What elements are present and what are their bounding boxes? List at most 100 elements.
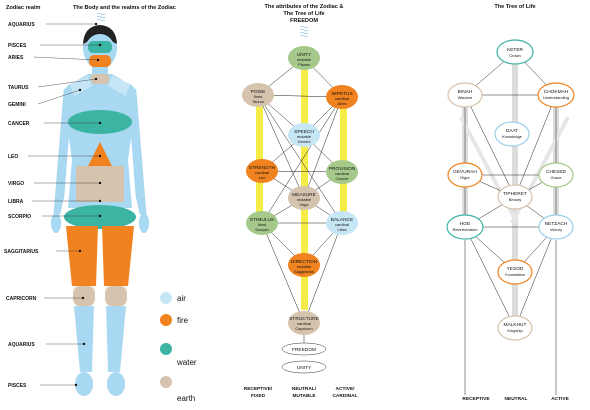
svg-text:UNITY: UNITY	[297, 365, 312, 371]
svg-text:STIMULUS: STIMULUS	[250, 217, 274, 223]
taurus-throat	[91, 74, 109, 84]
sign-pisces-top: PISCES	[8, 43, 102, 49]
aries-face	[89, 55, 111, 67]
body-title: The Body and the realms of the Zodiac	[73, 5, 176, 11]
sign-aries: ARIES	[8, 55, 100, 62]
svg-text:cardinal: cardinal	[335, 96, 349, 101]
tree-of-life-title: The Tree of Life	[494, 4, 535, 10]
tree-of-life-panel: The Tree of Life	[446, 4, 575, 402]
svg-text:Pisces: Pisces	[298, 62, 310, 67]
svg-text:PROVISION: PROVISION	[329, 166, 356, 172]
sign-virgo: VIRGO	[8, 181, 102, 187]
human-figure	[51, 25, 149, 396]
legend-air: air	[177, 294, 186, 303]
svg-text:CHESED: CHESED	[546, 169, 567, 175]
svg-text:cardinal: cardinal	[297, 321, 311, 326]
node-tipheret: TIPHERET Beauty	[497, 184, 533, 210]
legend-air-swatch	[160, 292, 172, 304]
sign-capricorn: CAPRICORN	[6, 296, 85, 302]
legend-earth: earth	[177, 394, 195, 403]
zodiac-nodes: UNITY mutable Pisces POISE fixed Taurus …	[242, 46, 358, 374]
svg-text:Reverberation: Reverberation	[452, 227, 477, 232]
node-chokmah: CHOKMAH Understanding	[537, 82, 575, 108]
svg-text:ARIES: ARIES	[8, 55, 24, 61]
svg-text:STRUCTURE: STRUCTURE	[289, 316, 319, 322]
sign-sagittarius: SAGGITARIUS	[4, 249, 82, 255]
svg-text:GEMINI: GEMINI	[8, 102, 26, 108]
svg-text:Taurus: Taurus	[252, 99, 264, 104]
svg-text:NETZACH: NETZACH	[545, 221, 568, 227]
zodiac-column-labels: RECEPTIVE/ FIXED NEUTRAL/ MUTABLE ACTIVE…	[244, 386, 358, 399]
svg-text:Leo: Leo	[259, 175, 266, 180]
element-legend: air fire water earth	[160, 292, 197, 403]
svg-text:MALKHUT: MALKHUT	[504, 322, 527, 328]
sign-label-group: AQUARIUS PISCES ARIES TAURUS GEMINI CANC…	[4, 22, 102, 389]
sign-aquarius-top: AQUARIUS	[8, 22, 98, 28]
svg-text:mutable: mutable	[297, 57, 312, 62]
svg-text:Libra: Libra	[338, 227, 348, 232]
node-measure: MEASURE mutable Virgo	[288, 186, 320, 210]
sign-pisces-bottom: PISCES	[8, 383, 78, 389]
svg-text:CANCER: CANCER	[8, 121, 30, 127]
node-netzach: NETZACH Victory	[538, 214, 574, 240]
svg-text:CAPRICORN: CAPRICORN	[6, 296, 37, 302]
node-freedom-bottom: FREEDOM	[281, 342, 327, 356]
svg-text:PISCES: PISCES	[8, 383, 27, 389]
node-structure: STRUCTURE cardinal Capricorn	[288, 311, 320, 335]
svg-text:AQUARIUS: AQUARIUS	[8, 342, 35, 348]
svg-text:CHOKMAH: CHOKMAH	[544, 89, 569, 95]
zodiac-tree-title-1: The attributes of the Zodiac &	[265, 4, 344, 10]
svg-text:Aries: Aries	[337, 101, 346, 106]
sign-libra: LIBRA	[8, 199, 102, 205]
node-speech: SPEECH mutable Gemini	[288, 123, 320, 147]
svg-text:Wisdom: Wisdom	[458, 95, 473, 100]
leo-heart	[88, 142, 112, 166]
tree-column-labels: RECEPTIVE NEUTRAL ACTIVE	[462, 396, 569, 402]
svg-text:HOD: HOD	[460, 221, 471, 227]
col-receptive-1: RECEPTIVE/	[244, 386, 273, 392]
svg-text:cardinal: cardinal	[335, 171, 349, 176]
svg-text:Gemini: Gemini	[298, 139, 311, 144]
svg-text:LEO: LEO	[8, 154, 18, 160]
col-receptive-2: FIXED	[251, 393, 266, 399]
aquarius-waves	[96, 12, 106, 22]
node-strength: STRENGTH cardinal Leo	[246, 159, 278, 183]
svg-text:MEASURE: MEASURE	[292, 192, 316, 198]
node-malkhut: MALKHUT Kingship	[497, 315, 533, 341]
svg-text:Scorpio: Scorpio	[255, 227, 269, 232]
sign-scorpio: SCORPIO	[8, 214, 102, 220]
node-binah: BINAH Wisdom	[447, 82, 483, 108]
svg-text:TIPHERET: TIPHERET	[503, 191, 527, 197]
node-impetus: IMPETUS cardinal Aries	[326, 85, 358, 109]
legend-water: water	[176, 358, 197, 367]
tree-col-neutral: NEUTRAL	[505, 396, 528, 402]
svg-text:mutable: mutable	[297, 197, 312, 202]
svg-text:SAGGITARIUS: SAGGITARIUS	[4, 249, 39, 255]
svg-text:Rigor: Rigor	[460, 175, 470, 180]
sign-gemini: GEMINI	[8, 88, 82, 108]
sign-aquarius-bottom: AQUARIUS	[8, 342, 86, 348]
svg-text:Victory: Victory	[550, 227, 562, 232]
legend-fire: fire	[177, 316, 189, 325]
svg-text:Virgo: Virgo	[299, 202, 309, 207]
legend-fire-swatch	[160, 314, 172, 326]
svg-text:YESOD: YESOD	[507, 266, 524, 272]
freedom-waves	[299, 25, 309, 38]
node-daat: DAAT Knowledge	[494, 121, 530, 147]
node-yesod: YESOD Foundation	[497, 259, 533, 285]
node-chesed: CHESED Grace	[538, 162, 574, 188]
svg-text:VIRGO: VIRGO	[8, 181, 24, 187]
svg-text:BALANCE: BALANCE	[331, 217, 353, 223]
pisces-head-band	[88, 41, 112, 53]
svg-text:Capricorn: Capricorn	[295, 326, 312, 331]
col-active-2: CARDINAL	[332, 393, 357, 399]
svg-text:cardinal: cardinal	[335, 222, 349, 227]
node-gevurah: GEVURAH Rigor	[447, 162, 483, 188]
node-provision: PROVISION cardinal Cancer	[326, 160, 358, 184]
node-balance: BALANCE cardinal Libra	[326, 211, 358, 235]
svg-text:mutable: mutable	[297, 264, 312, 269]
zodiac-tree-panel: The attributes of the Zodiac & The Tree …	[242, 4, 358, 399]
body-panel: Zodiac realm The Body and the realms of …	[4, 5, 197, 403]
sign-leo: LEO	[8, 154, 102, 160]
